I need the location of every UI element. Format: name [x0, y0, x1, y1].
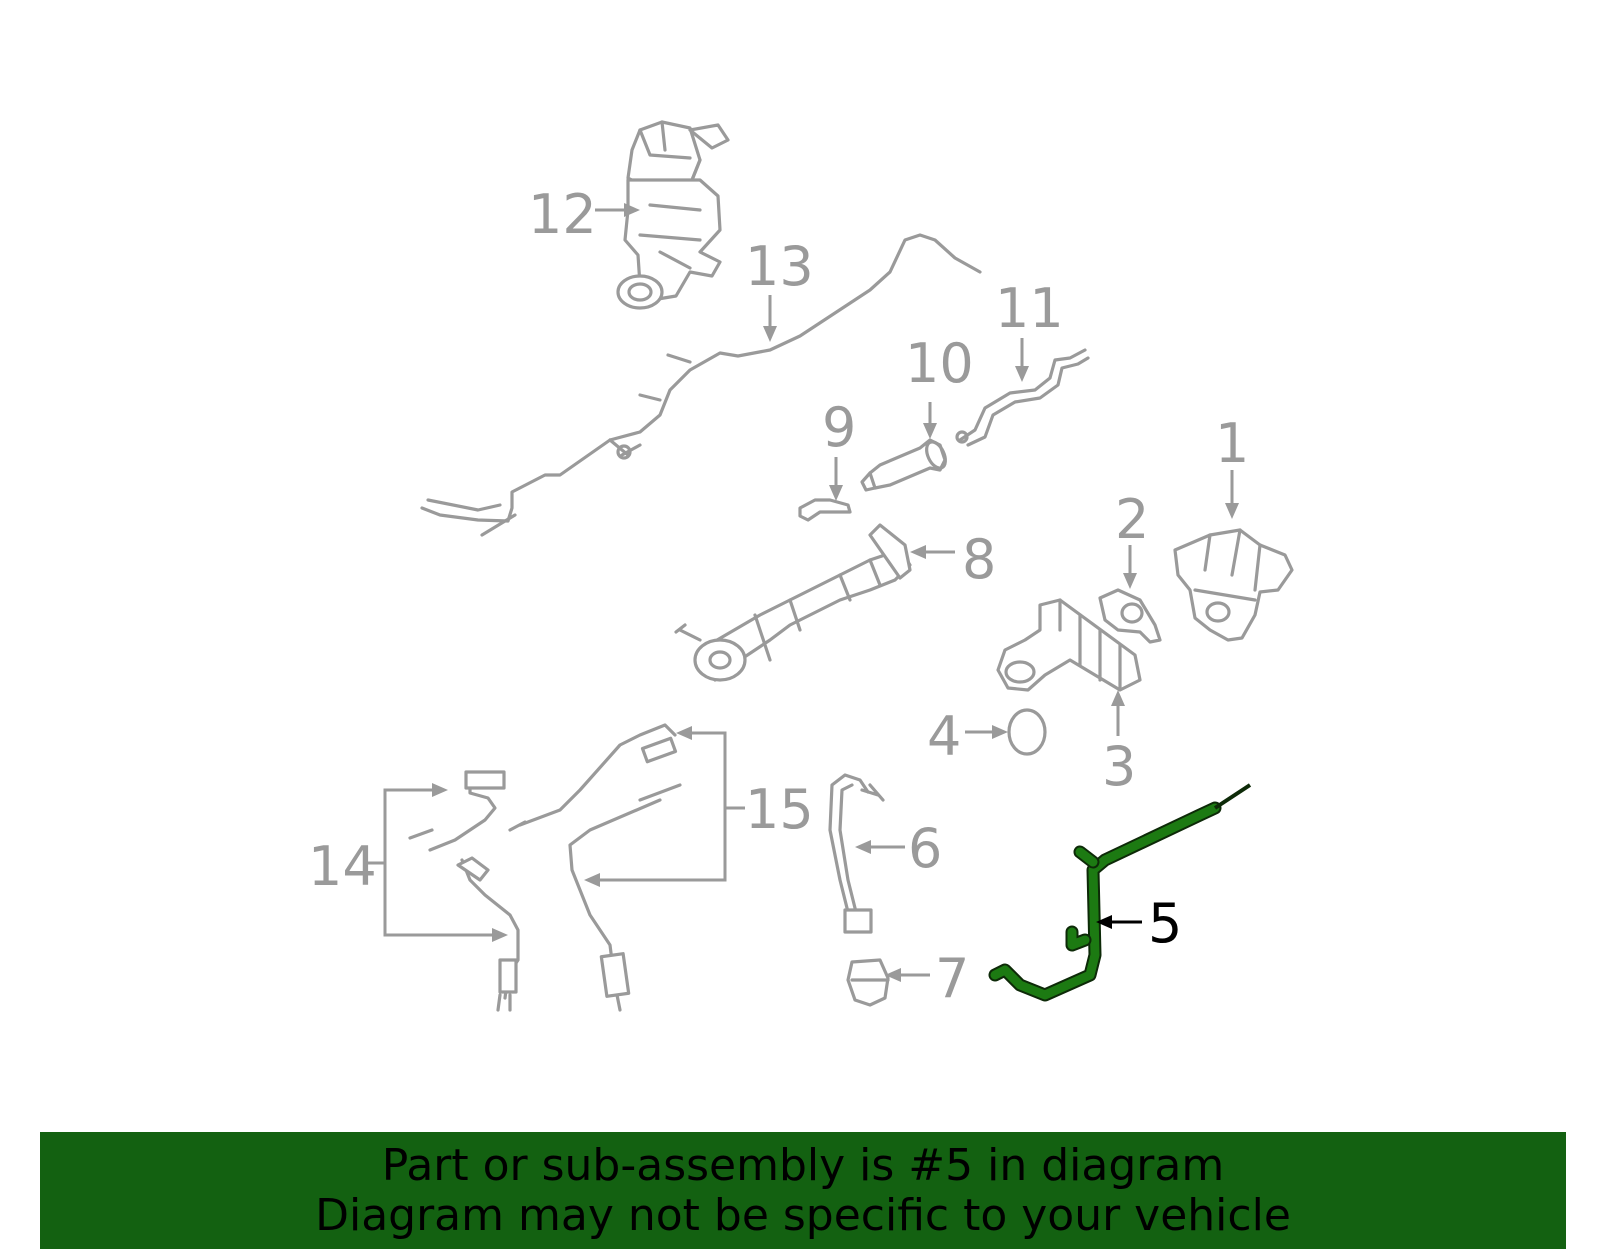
callout-6: 6	[908, 817, 942, 880]
callout-7: 7	[935, 947, 969, 1010]
part-13-tube	[420, 233, 982, 537]
part-8-canister	[674, 523, 912, 682]
part-15-sensors	[508, 723, 682, 1012]
leader-lines	[365, 203, 1239, 982]
callout-labels: 12 13 11 10 9 8 1 2 3 4 14 15 6 7 5	[308, 183, 1249, 1010]
callout-15: 15	[745, 778, 814, 841]
callout-14: 14	[308, 835, 377, 898]
part-14-sensors	[408, 770, 520, 1012]
part-7-fitting	[846, 958, 890, 1007]
callout-13: 13	[745, 235, 814, 298]
callout-8: 8	[962, 528, 996, 591]
banner-line-1: Part or sub-assembly is #5 in diagram	[381, 1139, 1225, 1191]
banner-line-2: Diagram may not be specific to your vehi…	[315, 1189, 1291, 1241]
callout-10: 10	[905, 332, 974, 395]
callout-12: 12	[528, 183, 597, 246]
part-4-o-ring	[1007, 708, 1047, 756]
callout-4: 4	[927, 705, 961, 768]
part-1-housing	[1173, 528, 1294, 642]
part-11-tube	[955, 348, 1090, 447]
part-10-cylinder	[860, 438, 947, 492]
part-5-highlighted-tube	[988, 783, 1252, 1002]
callout-9: 9	[822, 396, 856, 459]
part-3-valve-body	[996, 598, 1142, 692]
part-12-valve	[616, 120, 730, 310]
part-2-gasket	[1098, 588, 1162, 644]
info-banner: Part or sub-assembly is #5 in diagram Di…	[40, 1132, 1566, 1249]
callout-1: 1	[1215, 412, 1249, 475]
callout-11: 11	[995, 277, 1064, 340]
callout-3: 3	[1102, 735, 1136, 798]
part-9-hose	[798, 498, 852, 522]
part-6-tube	[828, 773, 885, 934]
callout-2: 2	[1115, 488, 1149, 551]
callout-5-highlighted: 5	[1148, 892, 1182, 955]
